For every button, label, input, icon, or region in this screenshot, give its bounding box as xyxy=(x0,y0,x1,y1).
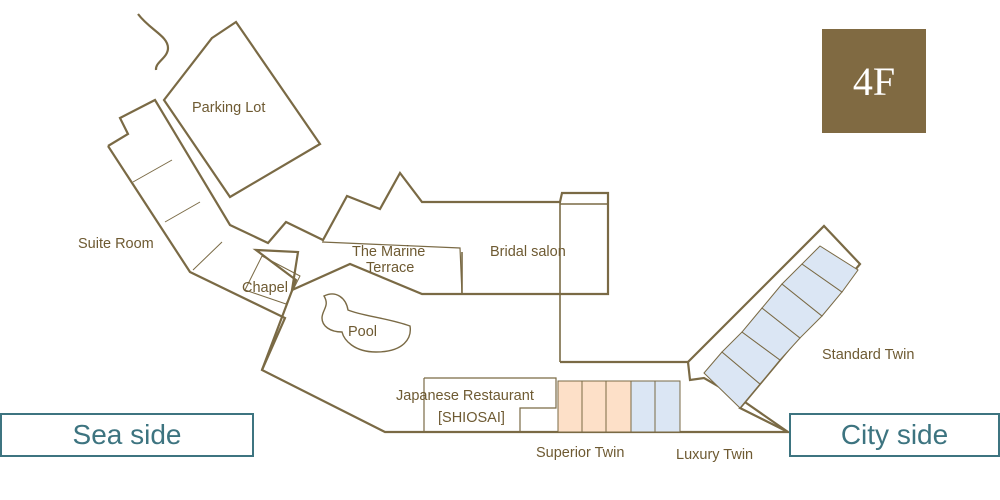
chapel-label: Chapel xyxy=(242,280,288,296)
japanese-restaurant-label-2: [SHIOSAI] xyxy=(438,410,505,426)
parking-lot-label: Parking Lot xyxy=(192,100,265,116)
pool-area xyxy=(321,293,411,353)
bridal-salon-area xyxy=(461,202,608,362)
japanese-restaurant-label-1: Japanese Restaurant xyxy=(396,388,534,404)
marine-terrace-label-2: Terrace xyxy=(366,260,414,276)
road-curve xyxy=(137,13,170,71)
floor-badge: 4F xyxy=(822,29,926,133)
superior-twin-rooms xyxy=(557,380,632,433)
luxury-twin-rooms xyxy=(630,380,681,433)
chapel-area xyxy=(244,255,301,305)
superior-twin-label: Superior Twin xyxy=(536,445,624,461)
city-side-label: City side xyxy=(789,413,1000,457)
sea-side-label: Sea side xyxy=(0,413,254,457)
marine-terrace-area xyxy=(321,241,463,295)
east-wing-outline xyxy=(687,224,862,433)
parking-lot-area xyxy=(162,20,322,199)
japanese-restaurant-area xyxy=(423,377,557,432)
suite-room-label: Suite Room xyxy=(78,236,154,252)
marine-terrace-label-1: The Marine xyxy=(352,244,425,260)
suite-wing-outline xyxy=(107,145,287,371)
pool-label: Pool xyxy=(348,324,377,340)
standard-twin-rooms xyxy=(703,245,859,409)
suite-room-rooms xyxy=(132,159,223,271)
luxury-twin-label: Luxury Twin xyxy=(676,447,753,463)
standard-twin-label: Standard Twin xyxy=(822,347,914,363)
main-building-outline xyxy=(107,98,792,434)
bridal-salon-label: Bridal salon xyxy=(490,244,566,260)
